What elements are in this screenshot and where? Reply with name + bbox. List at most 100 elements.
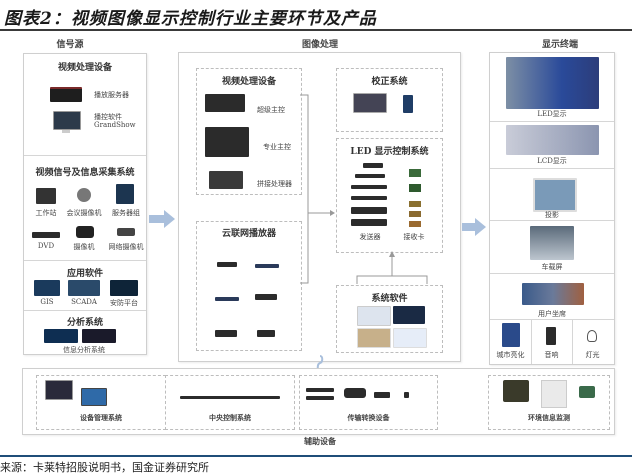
speaker-icon [546, 327, 556, 345]
sender-icon [363, 163, 383, 168]
auxiliary-panel: 设备管理系统 中央控制系统 传输转换设备 环境信息监测 [22, 368, 615, 435]
aux-item-central-control: 中央控制系统 [209, 413, 251, 422]
receiver-card-icon [409, 211, 421, 217]
lcd-wall-image [506, 125, 599, 155]
receiver-card-icon [409, 201, 421, 207]
security-screen-icon [110, 280, 138, 296]
ss-item-info-analysis: 信息分析系统 [63, 346, 105, 354]
divider [24, 260, 146, 261]
divider [490, 168, 614, 169]
software-screen-icon [357, 328, 391, 348]
ss-item-grandshow: GrandShow [94, 121, 136, 129]
router-icon [255, 294, 277, 300]
divider [490, 220, 614, 221]
signal-source-panel: 视频处理设备 播放服务器 播控软件 GrandShow 视频信号及信息采集系统 … [23, 53, 147, 355]
ip-item-sender: 发送器 [359, 233, 381, 241]
receiver-card-icon [409, 184, 421, 192]
tablet-icon [81, 388, 107, 406]
connector-line [300, 94, 335, 284]
dt-item-audio: 音响 [544, 351, 559, 359]
router-icon [255, 264, 279, 268]
router-icon [215, 297, 239, 301]
sensor-kit-icon [541, 380, 567, 408]
monitor-stand-icon [62, 130, 70, 133]
sender-icon [351, 207, 387, 214]
aux-item-device-management: 设备管理系统 [80, 413, 122, 422]
divider [490, 273, 614, 274]
software-screen-icon [357, 306, 391, 326]
ss-item-scada: SCADA [71, 298, 97, 306]
flow-arrow-icon [149, 210, 175, 228]
rack-unit-icon [180, 396, 280, 399]
city-lighting-image [502, 323, 520, 347]
divider [572, 319, 573, 364]
splicing-processor-icon [209, 171, 243, 189]
ip-system-software-title: 系统软件 [371, 294, 408, 304]
ip-video-processing-box: 视频处理设备 超级主控 专业主控 拼接处理器 [196, 68, 302, 195]
sender-icon [351, 196, 387, 200]
lightbulb-icon [587, 330, 597, 342]
converter-icon [374, 392, 390, 398]
aux-central-control-box: 中央控制系统 [165, 375, 295, 430]
monitor-icon [53, 111, 81, 130]
laptop-icon [353, 93, 387, 113]
ip-item-pro-controller: 专业主控 [263, 143, 291, 151]
converter-icon [344, 388, 366, 398]
projector-screen-image [533, 178, 577, 212]
source-note: 来源：卡莱特招股说明书，国金证券研究所 [0, 461, 209, 474]
aux-item-transmission: 传输转换设备 [347, 413, 390, 422]
divider [490, 121, 614, 122]
ip-item-super-controller: 超级主控 [257, 106, 285, 114]
connector-icon [404, 392, 409, 398]
ip-cloud-player-box: 云联网播放器 [196, 221, 302, 351]
player-box-icon [257, 330, 275, 337]
user-desk-image [522, 283, 584, 305]
ip-item-receiver-card: 接收卡 [403, 233, 425, 241]
dt-item-led: LED显示 [537, 110, 567, 118]
conference-camera-icon [77, 188, 91, 202]
pro-controller-icon [205, 127, 249, 157]
dt-item-city-lighting: 城市亮化 [496, 351, 525, 359]
network-camera-icon [117, 228, 135, 236]
ip-item-splicing-processor: 拼接处理器 [257, 180, 292, 188]
ss-item-gis: GIS [40, 298, 54, 306]
switch-icon [306, 388, 334, 392]
connector-arrow-up [356, 251, 428, 284]
aux-environment-box: 环境信息监测 [488, 375, 610, 430]
camcorder-icon [76, 226, 94, 238]
vehicle-screen-image [530, 226, 574, 260]
ip-calibration-box: 校正系统 [336, 68, 443, 132]
led-wall-image [506, 57, 599, 109]
ss-analysis-title: 分析系统 [66, 318, 103, 328]
switch-icon [306, 396, 334, 400]
router-icon [217, 262, 237, 267]
aux-device-management-box: 设备管理系统 [36, 375, 166, 430]
divider [531, 319, 532, 364]
software-screen-icon [393, 328, 427, 348]
dt-item-user-desk: 用户坐席 [538, 310, 566, 318]
analysis-screen-icon [82, 329, 116, 343]
ss-video-processing-title: 视频处理设备 [57, 63, 112, 73]
ss-item-dvd: DVD [37, 242, 55, 250]
camera-icon [403, 95, 413, 113]
dt-item-vehicle: 车载屏 [541, 263, 563, 271]
server-rack-icon [116, 184, 134, 204]
display-terminal-header: 显示终端 [541, 40, 578, 50]
ip-system-software-box: 系统软件 [336, 285, 443, 353]
ss-item-server-group: 服务器组 [112, 209, 140, 217]
receiver-card-icon [409, 221, 421, 227]
dt-item-lighting: 灯光 [585, 351, 600, 359]
ss-item-camcorder: 摄像机 [73, 243, 95, 251]
router-icon [215, 330, 237, 337]
ip-cloud-player-title: 云联网播放器 [221, 229, 276, 239]
sender-icon [355, 174, 385, 178]
ss-acquisition-title: 视频信号及信息采集系统 [35, 168, 135, 178]
sensor-module-icon [579, 386, 595, 398]
image-processing-header: 图像处理 [301, 40, 338, 50]
dt-item-projection: 投影 [545, 211, 559, 219]
auxiliary-label: 辅助设备 [304, 436, 336, 446]
signal-source-header: 信号源 [56, 40, 84, 50]
scada-screen-icon [68, 280, 100, 296]
sensor-board-icon [503, 380, 529, 402]
ss-item-workstation: 工作站 [35, 209, 57, 217]
